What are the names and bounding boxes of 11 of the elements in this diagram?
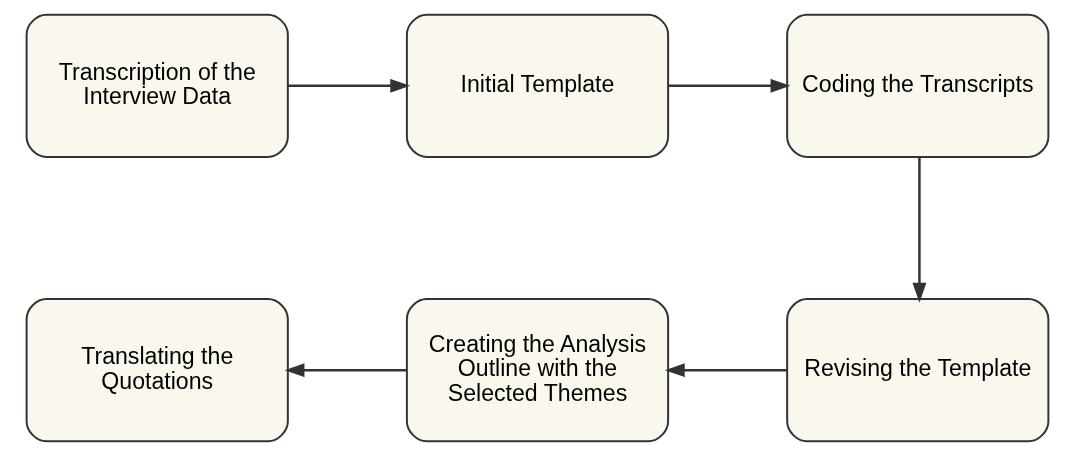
arrow xyxy=(664,363,787,378)
node-box: Transcription of the Interview Data xyxy=(25,13,289,158)
arrow xyxy=(912,157,927,303)
node-box: Creating the Analysis Outline with the Selected Themes xyxy=(405,298,670,443)
arrow xyxy=(288,78,411,93)
node-box: Revising the Template xyxy=(786,298,1050,443)
node-box: Translating the Quotations xyxy=(25,298,289,443)
node-box: Coding the Transcripts xyxy=(786,13,1050,158)
arrow xyxy=(668,78,791,93)
node-box: Initial Template xyxy=(405,13,670,158)
arrow xyxy=(284,363,407,378)
